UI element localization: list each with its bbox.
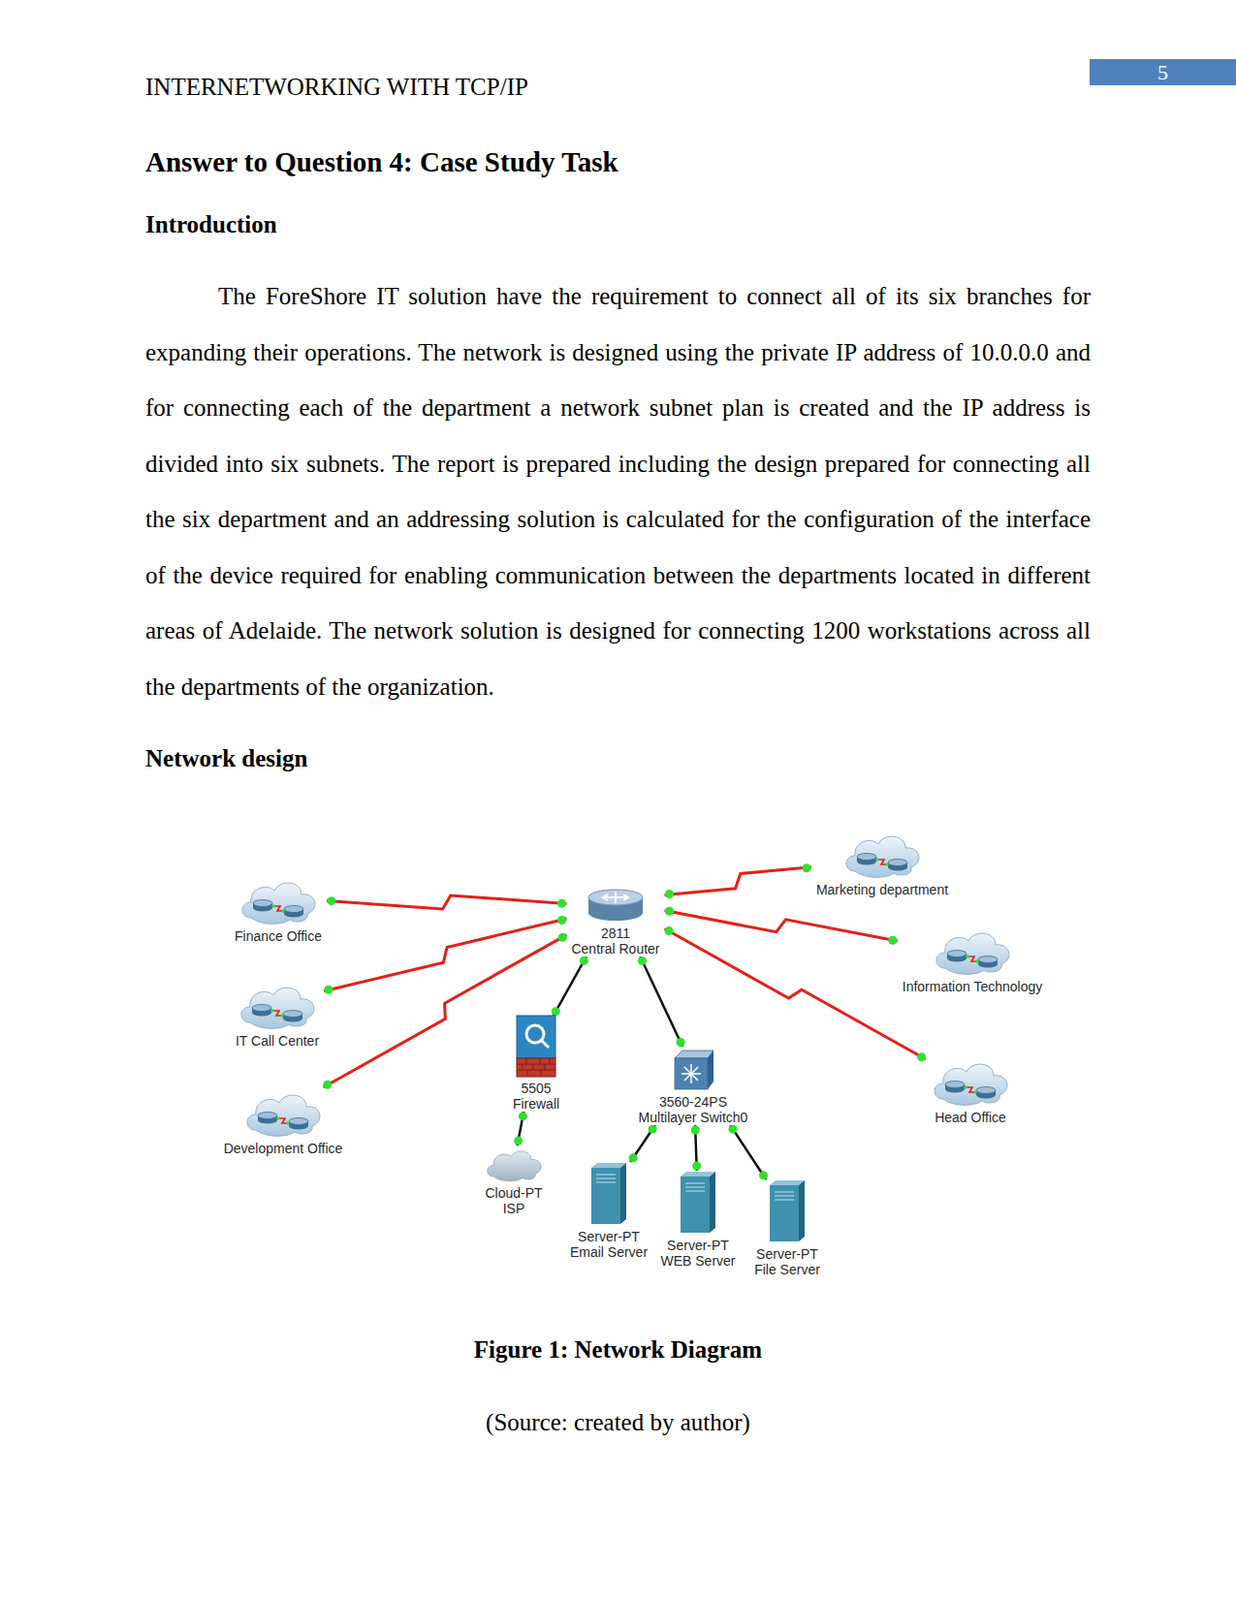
device-label: ISP (502, 1201, 527, 1217)
firewall-icon (514, 1015, 558, 1078)
server-icon (678, 1171, 718, 1236)
serial-link (322, 935, 567, 1088)
link-light (665, 907, 674, 917)
cloudR-icon (242, 1087, 324, 1139)
branch-cloud: Head Office (925, 1056, 1015, 1126)
server-node: Server-PTWEB Server (655, 1171, 740, 1269)
switch-node: 3560-24PSMultilayer Switch0 (633, 1046, 754, 1126)
switch-icon (670, 1046, 716, 1092)
link-light (676, 1038, 686, 1047)
device-label: Finance Office (233, 928, 323, 945)
figure-caption: Figure 1: Network Diagram (0, 1335, 1236, 1365)
link-light (665, 889, 674, 899)
serial-link (665, 911, 898, 942)
router-icon (586, 886, 645, 923)
router-node: 2811Central Router (566, 886, 665, 957)
page-number-bar (1089, 59, 1236, 86)
device-label: Server-PT (576, 1229, 641, 1245)
link-light (664, 926, 673, 936)
device-label: IT Call Center (234, 1033, 320, 1049)
link-light (557, 916, 567, 925)
device-label: Server-PT (755, 1246, 820, 1263)
link-light (518, 1111, 528, 1121)
branch-cloud: Development Office (219, 1087, 349, 1157)
device-label: Head Office (933, 1109, 1008, 1126)
ethernet-link (553, 956, 587, 1016)
device-label: Cloud-PT (483, 1185, 543, 1202)
serial-link (326, 895, 567, 910)
device-label: 3560-24PS (658, 1094, 729, 1110)
server-icon (589, 1162, 629, 1227)
page-number: 5 (1089, 59, 1236, 86)
ethernet-link (729, 1125, 766, 1180)
device-label: Email Server (569, 1244, 649, 1261)
device-label: Multilayer Switch0 (637, 1109, 750, 1126)
device-label: Central Router (570, 941, 661, 957)
link-light (637, 956, 647, 966)
link-light (629, 1153, 638, 1163)
link-light (801, 863, 811, 873)
link-light (513, 1137, 523, 1146)
server-node: Server-PTEmail Server (565, 1162, 653, 1261)
link-light (551, 1007, 561, 1016)
link-light (917, 1052, 926, 1062)
branch-cloud: IT Call Center (230, 980, 324, 1049)
running-header: INTERNETWORKING WITH TCP/IP (145, 72, 529, 102)
device-label: 5505 (519, 1080, 552, 1097)
device-label: Firewall (511, 1096, 561, 1112)
link-light (691, 1125, 700, 1135)
link-light (323, 985, 333, 995)
device-label: Server-PT (665, 1237, 730, 1254)
isp-cloud: Cloud-PTISP (479, 1145, 548, 1217)
firewall-node: 5505Firewall (507, 1015, 565, 1112)
server-node: Server-PTFile Server (749, 1179, 825, 1278)
link-light (728, 1125, 738, 1135)
device-label: 2811 (600, 925, 632, 942)
link-light (326, 896, 336, 906)
device-label: WEB Server (659, 1253, 736, 1269)
device-label: Marketing department (815, 882, 950, 898)
server-icon (767, 1179, 807, 1244)
sub-heading: Network design (145, 744, 308, 774)
sub-heading: Introduction (145, 210, 278, 240)
section-heading: Answer to Question 4: Case Study Task (145, 145, 619, 179)
link-light (692, 1162, 701, 1172)
serial-link (665, 928, 926, 1060)
link-light (887, 936, 897, 946)
figure-source: (Source: created by author) (0, 1408, 1236, 1438)
device-label: Development Office (222, 1140, 345, 1157)
branch-cloud: Marketing department (811, 828, 953, 898)
branch-cloud: Finance Office (229, 875, 327, 945)
cloudR-icon (929, 1056, 1012, 1108)
cloudR-icon (237, 875, 319, 926)
device-label: Information Technology (901, 979, 1045, 995)
link-light (579, 956, 589, 966)
cloudR-icon (931, 925, 1014, 977)
body-paragraph: The ForeShore IT solution have the requi… (145, 268, 1091, 715)
link-light (558, 933, 568, 943)
cloudR-icon (841, 828, 923, 880)
cloud-icon (483, 1145, 544, 1183)
branch-cloud: Information Technology (897, 925, 1048, 995)
device-label: File Server (753, 1262, 822, 1278)
link-light (557, 899, 567, 909)
serial-link (665, 867, 812, 896)
link-light (322, 1080, 332, 1090)
link-light (648, 1125, 658, 1135)
ethernet-link (639, 956, 683, 1047)
link-light (759, 1171, 768, 1180)
cloudR-icon (236, 980, 318, 1031)
